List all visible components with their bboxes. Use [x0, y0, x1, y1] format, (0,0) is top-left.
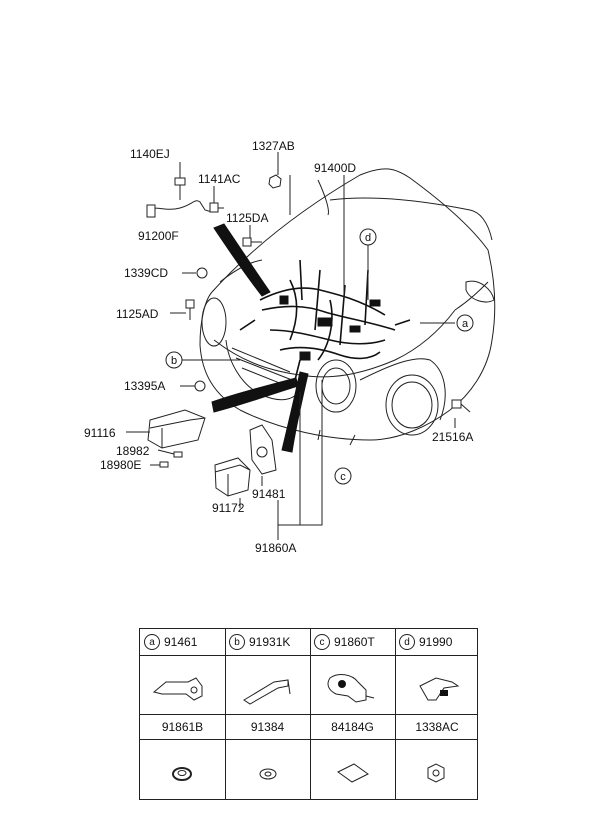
clamp-91860T-icon: [327, 674, 375, 703]
label-91172: 91172: [212, 501, 245, 515]
legend-header-d: d 91990: [395, 629, 479, 655]
legend-header-b: b 91931K: [225, 629, 310, 655]
label-18980E: 18980E: [100, 458, 141, 472]
legend-icons-top: [152, 674, 460, 705]
marker-d-text: d: [365, 232, 371, 244]
label-1125DA: 1125DA: [226, 211, 268, 225]
nut-1338AC-icon: [427, 763, 445, 783]
pad-84184G-icon: [337, 763, 369, 783]
label-91400D: 91400D: [314, 161, 356, 175]
legend-header-a: a 91461: [140, 629, 225, 655]
marker-b: b: [165, 351, 183, 369]
label-1141AC: 1141AC: [198, 172, 241, 186]
legend-badge-a: a: [144, 634, 160, 650]
legend-badge-d: d: [399, 634, 415, 650]
legend-part-c: 91860T: [334, 635, 375, 649]
grommet-91861B-icon: [172, 767, 192, 781]
label-13395A: 13395A: [124, 379, 165, 393]
label-21516A: 21516A: [432, 430, 473, 444]
legend-part-1338AC: 1338AC: [415, 720, 459, 734]
legend-second-row: 91861B 91384 84184G 1338AC: [140, 715, 477, 739]
legend-part-84184G: 84184G: [331, 720, 374, 734]
legend-part-91384: 91384: [250, 720, 285, 734]
leader-lines: [126, 152, 456, 540]
legend-part-91861B: 91861B: [161, 720, 204, 734]
main-harness: [239, 259, 411, 381]
callout-labels: 1140EJ 1141AC 91200F 1327AB 91400D 1125D…: [84, 139, 473, 555]
parts-legend-table: a 91461 b 91931K c 91860T d 91990: [139, 628, 478, 800]
marker-a-text: a: [462, 318, 469, 330]
label-1140EJ: 1140EJ: [130, 147, 170, 161]
legend-header-c: c 91860T: [310, 629, 395, 655]
marker-a: a: [456, 314, 474, 332]
marker-d: d: [359, 228, 377, 246]
legend-badge-c: c: [314, 634, 330, 650]
strap-91931K-icon: [243, 679, 291, 705]
label-91116: 91116: [84, 426, 116, 440]
label-18982: 18982: [116, 444, 150, 458]
pointer-arrows: [211, 223, 309, 453]
small-parts: [146, 174, 471, 497]
label-91200F: 91200F: [138, 229, 179, 243]
legend-header-row: a 91461 b 91931K c 91860T d 91990: [140, 629, 477, 655]
marker-c-text: c: [340, 471, 346, 483]
legend-icon-row-2: [140, 740, 477, 800]
legend-icons-bottom: [172, 763, 445, 783]
label-1327AB: 1327AB: [252, 139, 295, 153]
legend-icon-row-1: [140, 656, 477, 714]
marker-b-text: b: [171, 355, 177, 367]
wiring-harness-diagram: 1140EJ 1141AC 91200F 1327AB 91400D 1125D…: [84, 139, 496, 555]
legend-part-b: 91931K: [249, 635, 291, 649]
holder-91990-icon: [419, 677, 460, 701]
label-1125AD: 1125AD: [116, 307, 159, 321]
grommet-91384-icon: [259, 768, 277, 780]
label-91860A: 91860A: [255, 541, 296, 555]
legend-part-a: 91461: [164, 635, 198, 649]
bracket-91461-icon: [152, 677, 203, 701]
label-91481: 91481: [252, 487, 286, 501]
marker-c: c: [334, 467, 352, 485]
legend-badge-b: b: [229, 634, 245, 650]
legend-part-d: 91990: [419, 635, 453, 649]
label-1339CD: 1339CD: [124, 266, 168, 280]
